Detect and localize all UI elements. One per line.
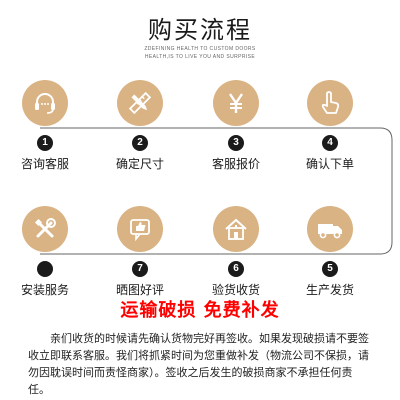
notice-body: 亲们收货的时候请先确认货物完好再签收。如果发现破损请不要签收立即联系客服。我们将… (28, 332, 369, 396)
step-install: 安装服务 (5, 206, 85, 298)
notice-title: 运输破损 免费补发 (120, 300, 280, 321)
step-order: 4 确认下单 (290, 80, 370, 172)
yen-icon (213, 80, 259, 126)
house-icon (213, 206, 259, 252)
step-label: 确定尺寸 (115, 157, 164, 171)
step-dot-badge (37, 261, 53, 277)
pointer-hand-icon (307, 80, 353, 126)
subtitle-line-1: ZDEFINING HEALTH TO CUSTOM DOORS (144, 46, 256, 52)
thumbs-up-icon (117, 206, 163, 252)
step-label: 客服报价 (211, 157, 260, 171)
step-consult: 1 咨询客服 (5, 80, 85, 172)
step-quote: 3 客服报价 (196, 80, 276, 172)
headset-icon (22, 80, 68, 126)
step-number-badge: 6 (228, 261, 244, 277)
step-label: 确认下单 (305, 157, 354, 171)
step-number-badge: 1 (37, 135, 53, 151)
step-label: 验货收货 (211, 283, 260, 297)
step-number-badge: 4 (322, 135, 338, 151)
step-ship: 5 生产发货 (290, 206, 370, 298)
tools-icon (22, 206, 68, 252)
step-number-badge: 7 (132, 261, 148, 277)
delivery-truck-icon (307, 206, 353, 252)
step-measure: 2 确定尺寸 (100, 80, 180, 172)
step-inspect: 6 验货收货 (196, 206, 276, 298)
step-number-badge: 2 (132, 135, 148, 151)
step-review: 7 晒图好评 (100, 206, 180, 298)
step-label: 晒图好评 (115, 283, 164, 297)
step-label: 生产发货 (305, 283, 354, 297)
step-label: 咨询客服 (20, 157, 69, 171)
subtitle-line-2: HEALTH,IS TO LIVE YOU AND SURPRISE (144, 54, 256, 60)
ruler-pencil-icon (117, 80, 163, 126)
step-number-badge: 3 (228, 135, 244, 151)
page-title: 购买流程 (148, 16, 252, 44)
step-number-badge: 5 (322, 261, 338, 277)
step-label: 安装服务 (20, 283, 69, 297)
